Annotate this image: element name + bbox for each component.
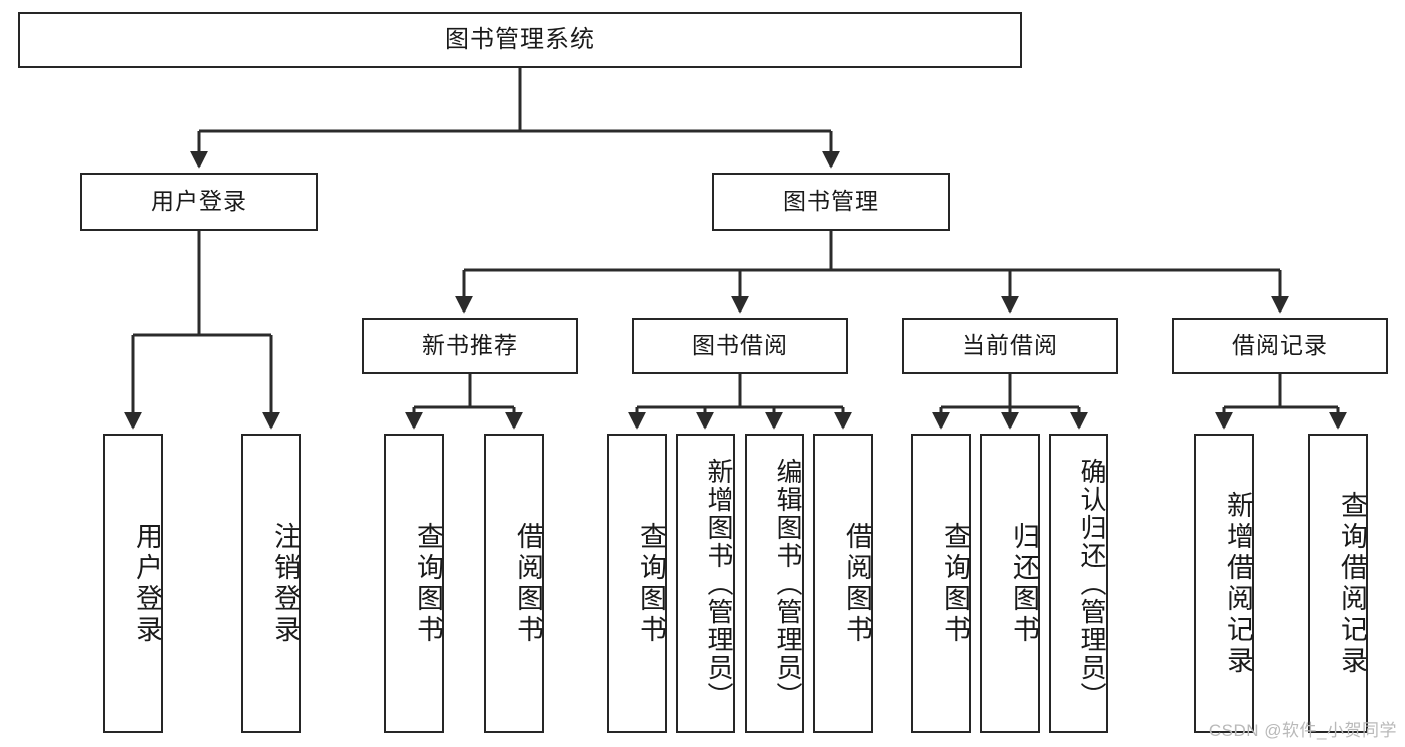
node-current-borrow[interactable]: 当前借阅 (902, 318, 1118, 374)
leaf-current-borrow-confirm-return-admin[interactable]: 确认归还（管理员） (1049, 434, 1108, 733)
leaf-book-borrow-edit-book-admin[interactable]: 编辑图书（管理员） (745, 434, 804, 733)
leaf-book-borrow-query-book[interactable]: 查询图书 (607, 434, 667, 733)
leaf-new-book-query-book[interactable]: 查询图书 (384, 434, 444, 733)
leaf-book-borrow-borrow-book[interactable]: 借阅图书 (813, 434, 873, 733)
leaf-user-login-login[interactable]: 用户登录 (103, 434, 163, 733)
leaf-book-borrow-add-book-admin[interactable]: 新增图书（管理员） (676, 434, 735, 733)
node-root-system[interactable]: 图书管理系统 (18, 12, 1022, 68)
node-book-borrow[interactable]: 图书借阅 (632, 318, 848, 374)
node-borrow-record[interactable]: 借阅记录 (1172, 318, 1388, 374)
leaf-new-book-borrow-book[interactable]: 借阅图书 (484, 434, 544, 733)
node-new-book-recommend[interactable]: 新书推荐 (362, 318, 578, 374)
leaf-current-borrow-return-book[interactable]: 归还图书 (980, 434, 1040, 733)
node-user-login[interactable]: 用户登录 (80, 173, 318, 231)
node-book-management[interactable]: 图书管理 (712, 173, 950, 231)
leaf-user-login-logout[interactable]: 注销登录 (241, 434, 301, 733)
leaf-borrow-record-query-record[interactable]: 查询借阅记录 (1308, 434, 1368, 733)
leaf-current-borrow-query-book[interactable]: 查询图书 (911, 434, 971, 733)
leaf-borrow-record-add-record[interactable]: 新增借阅记录 (1194, 434, 1254, 733)
